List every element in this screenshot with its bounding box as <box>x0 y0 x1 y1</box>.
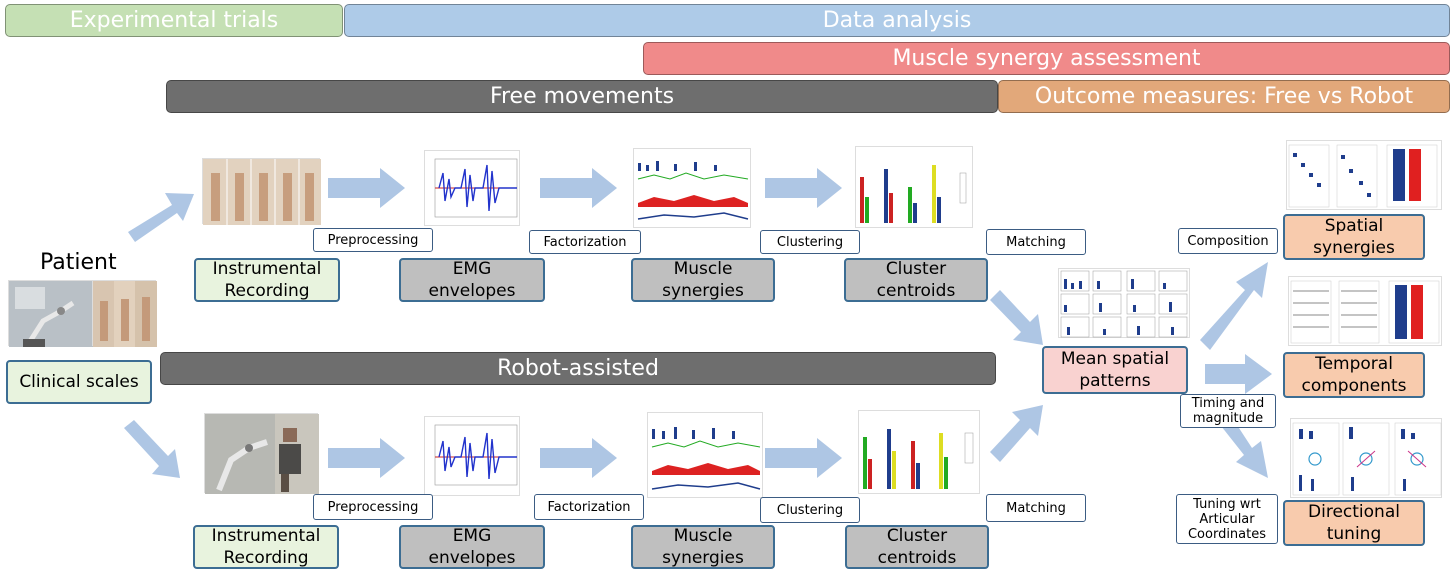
arrow-patient-free <box>128 193 194 242</box>
emg-plot-icon <box>424 416 520 496</box>
cluster-centroids-box: Cluster centroids <box>845 525 989 569</box>
instrumental-recording-box: Instrumental Recording <box>193 525 339 569</box>
outcome-measures-banner: Outcome measures: Free vs Robot <box>998 80 1450 113</box>
factorization-tag: Factorization <box>529 230 641 254</box>
clinical-scales-box: Clinical scales <box>6 360 152 404</box>
muscle-synergy-banner: Muscle synergy assessment <box>643 42 1450 75</box>
muscle-synergies-box: Muscle synergies <box>631 525 775 569</box>
emg-envelopes-box: EMG envelopes <box>399 525 545 569</box>
preprocessing-tag: Preprocessing <box>313 494 433 520</box>
pattern-grid-icon <box>1058 268 1190 338</box>
matching-tag: Matching <box>986 494 1086 522</box>
arrow-free-2 <box>540 168 617 208</box>
patient-title: Patient <box>40 250 117 275</box>
synergy-plot-icon <box>647 412 763 498</box>
synergy-plot-icon <box>633 148 751 228</box>
arrow-robot-2 <box>540 438 617 478</box>
cluster-centroids-box: Cluster centroids <box>844 258 988 302</box>
instrumental-recording-box: Instrumental Recording <box>194 258 340 302</box>
arrow-robot-1 <box>328 438 405 478</box>
clustering-tag: Clustering <box>760 230 860 254</box>
free-movements-banner: Free movements <box>166 80 998 113</box>
matching-tag: Matching <box>986 229 1086 255</box>
robot-photo-icon <box>8 280 93 347</box>
emg-plot-icon <box>424 150 520 226</box>
mean-spatial-patterns-box: Mean spatial patterns <box>1042 346 1188 394</box>
arrow-robot-to-mean <box>990 405 1043 462</box>
composition-tag: Composition <box>1178 228 1278 254</box>
arrow-free-to-mean <box>990 290 1043 345</box>
photo-strip-icon <box>92 280 157 347</box>
cluster-bar-icon <box>855 146 973 228</box>
preprocessing-tag: Preprocessing <box>313 228 433 252</box>
arrow-free-1 <box>328 168 405 208</box>
spatial-bars-icon <box>1286 140 1442 210</box>
temporal-components-box: Temporal components <box>1283 352 1425 398</box>
photo-strip-icon <box>202 158 321 225</box>
spatial-synergies-box: Spatial synergies <box>1283 214 1425 260</box>
temporal-bars-icon <box>1288 276 1442 346</box>
emg-envelopes-box: EMG envelopes <box>399 258 545 302</box>
muscle-synergies-box: Muscle synergies <box>631 258 775 302</box>
robot-photo-icon <box>204 413 319 494</box>
timing-magnitude-tag: Timing and magnitude <box>1180 394 1276 428</box>
arrow-free-3 <box>765 168 842 208</box>
arrow-to-spatial <box>1200 262 1268 350</box>
arrow-to-temporal <box>1205 354 1272 394</box>
experimental-trials-banner: Experimental trials <box>5 4 343 37</box>
data-analysis-banner: Data analysis <box>344 4 1450 37</box>
arrow-patient-robot <box>124 420 180 478</box>
directional-tuning-icon <box>1290 418 1442 498</box>
clustering-tag: Clustering <box>760 497 860 523</box>
arrow-robot-3 <box>765 438 842 478</box>
robot-assisted-banner: Robot-assisted <box>160 352 996 385</box>
tuning-tag: Tuning wrt Articular Coordinates <box>1176 494 1278 544</box>
cluster-bar-icon <box>858 410 980 494</box>
factorization-tag: Factorization <box>534 494 644 520</box>
directional-tuning-box: Directional tuning <box>1283 500 1425 546</box>
